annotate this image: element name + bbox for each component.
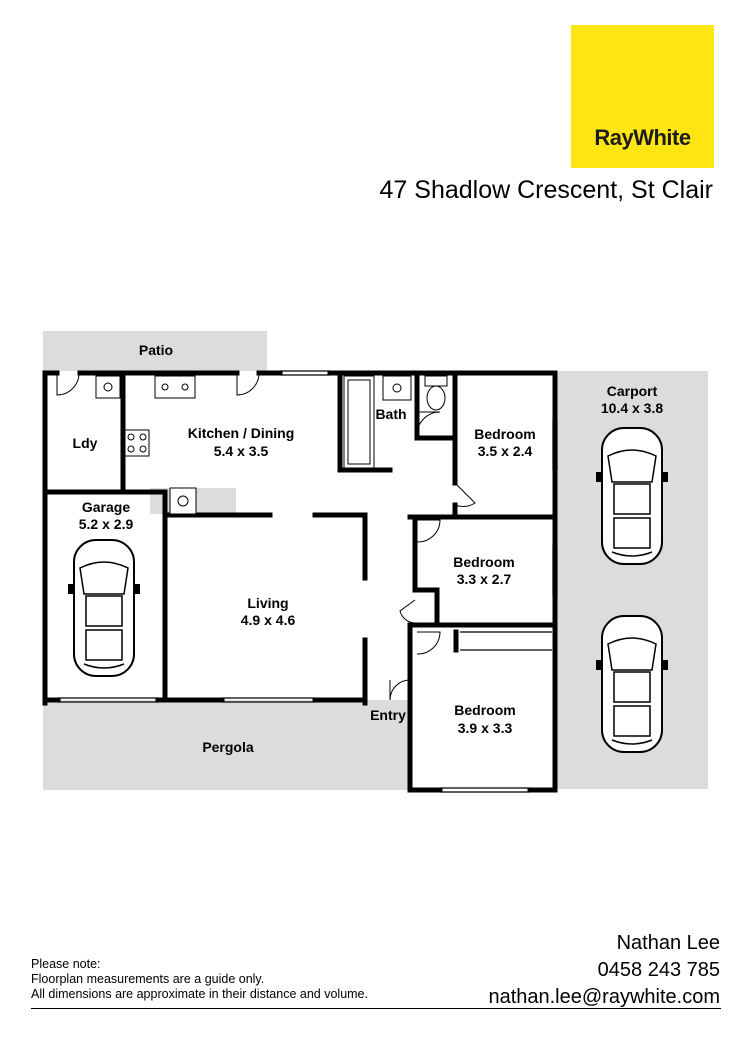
fixtures	[95, 375, 448, 515]
raywhite-logo: RayWhite	[571, 25, 714, 168]
agent-phone[interactable]: 0458 243 785	[597, 959, 720, 981]
room-size: 4.9 x 4.6	[241, 612, 296, 628]
room-name: Bedroom	[474, 426, 535, 442]
room-size: 3.9 x 3.3	[458, 720, 513, 736]
room-name: Patio	[139, 342, 173, 358]
walls	[42, 370, 558, 793]
room-name: Carport	[607, 383, 658, 399]
room-name: Bath	[375, 406, 406, 422]
room-size: 5.4 x 3.5	[214, 443, 269, 459]
note-line: Floorplan measurements are a guide only.	[31, 972, 265, 986]
agent-name: Nathan Lee	[616, 932, 720, 954]
room-name: Kitchen / Dining	[188, 425, 295, 441]
room-size: 3.3 x 2.7	[457, 571, 512, 587]
agent-contact: Nathan Lee 0458 243 785 nathan.lee@raywh…	[488, 930, 720, 1011]
door-swings	[56, 372, 476, 701]
room-name: Pergola	[202, 739, 254, 755]
room-name: Bedroom	[453, 554, 514, 570]
footer-divider	[31, 1008, 721, 1009]
patio-area	[43, 331, 267, 371]
room-name: Living	[247, 595, 288, 611]
note-heading: Please note:	[31, 957, 101, 971]
pergola-area	[43, 700, 411, 790]
carport-car-icon-1	[595, 427, 669, 565]
room-size: 5.2 x 2.9	[79, 516, 134, 532]
room-name: Entry	[370, 707, 406, 723]
agent-email[interactable]: nathan.lee@raywhite.com	[488, 986, 720, 1008]
room-labels: Patio Ldy Kitchen / Dining 5.4 x 3.5 Bat…	[73, 342, 664, 755]
room-name: Garage	[82, 499, 130, 515]
carport-car-icon-2	[595, 615, 669, 753]
room-size: 3.5 x 2.4	[478, 443, 533, 459]
logo-wordmark: RayWhite	[594, 125, 691, 150]
room-size: 10.4 x 3.8	[601, 400, 663, 416]
property-address: 47 Shadlow Crescent, St Clair	[379, 176, 713, 204]
garage-car-icon	[67, 539, 141, 677]
disclaimer-note: Please note: Floorplan measurements are …	[31, 957, 368, 1002]
room-name: Bedroom	[454, 702, 515, 718]
note-line: All dimensions are approximate in their …	[31, 987, 368, 1001]
windows	[58, 370, 558, 793]
room-name: Ldy	[73, 435, 98, 451]
